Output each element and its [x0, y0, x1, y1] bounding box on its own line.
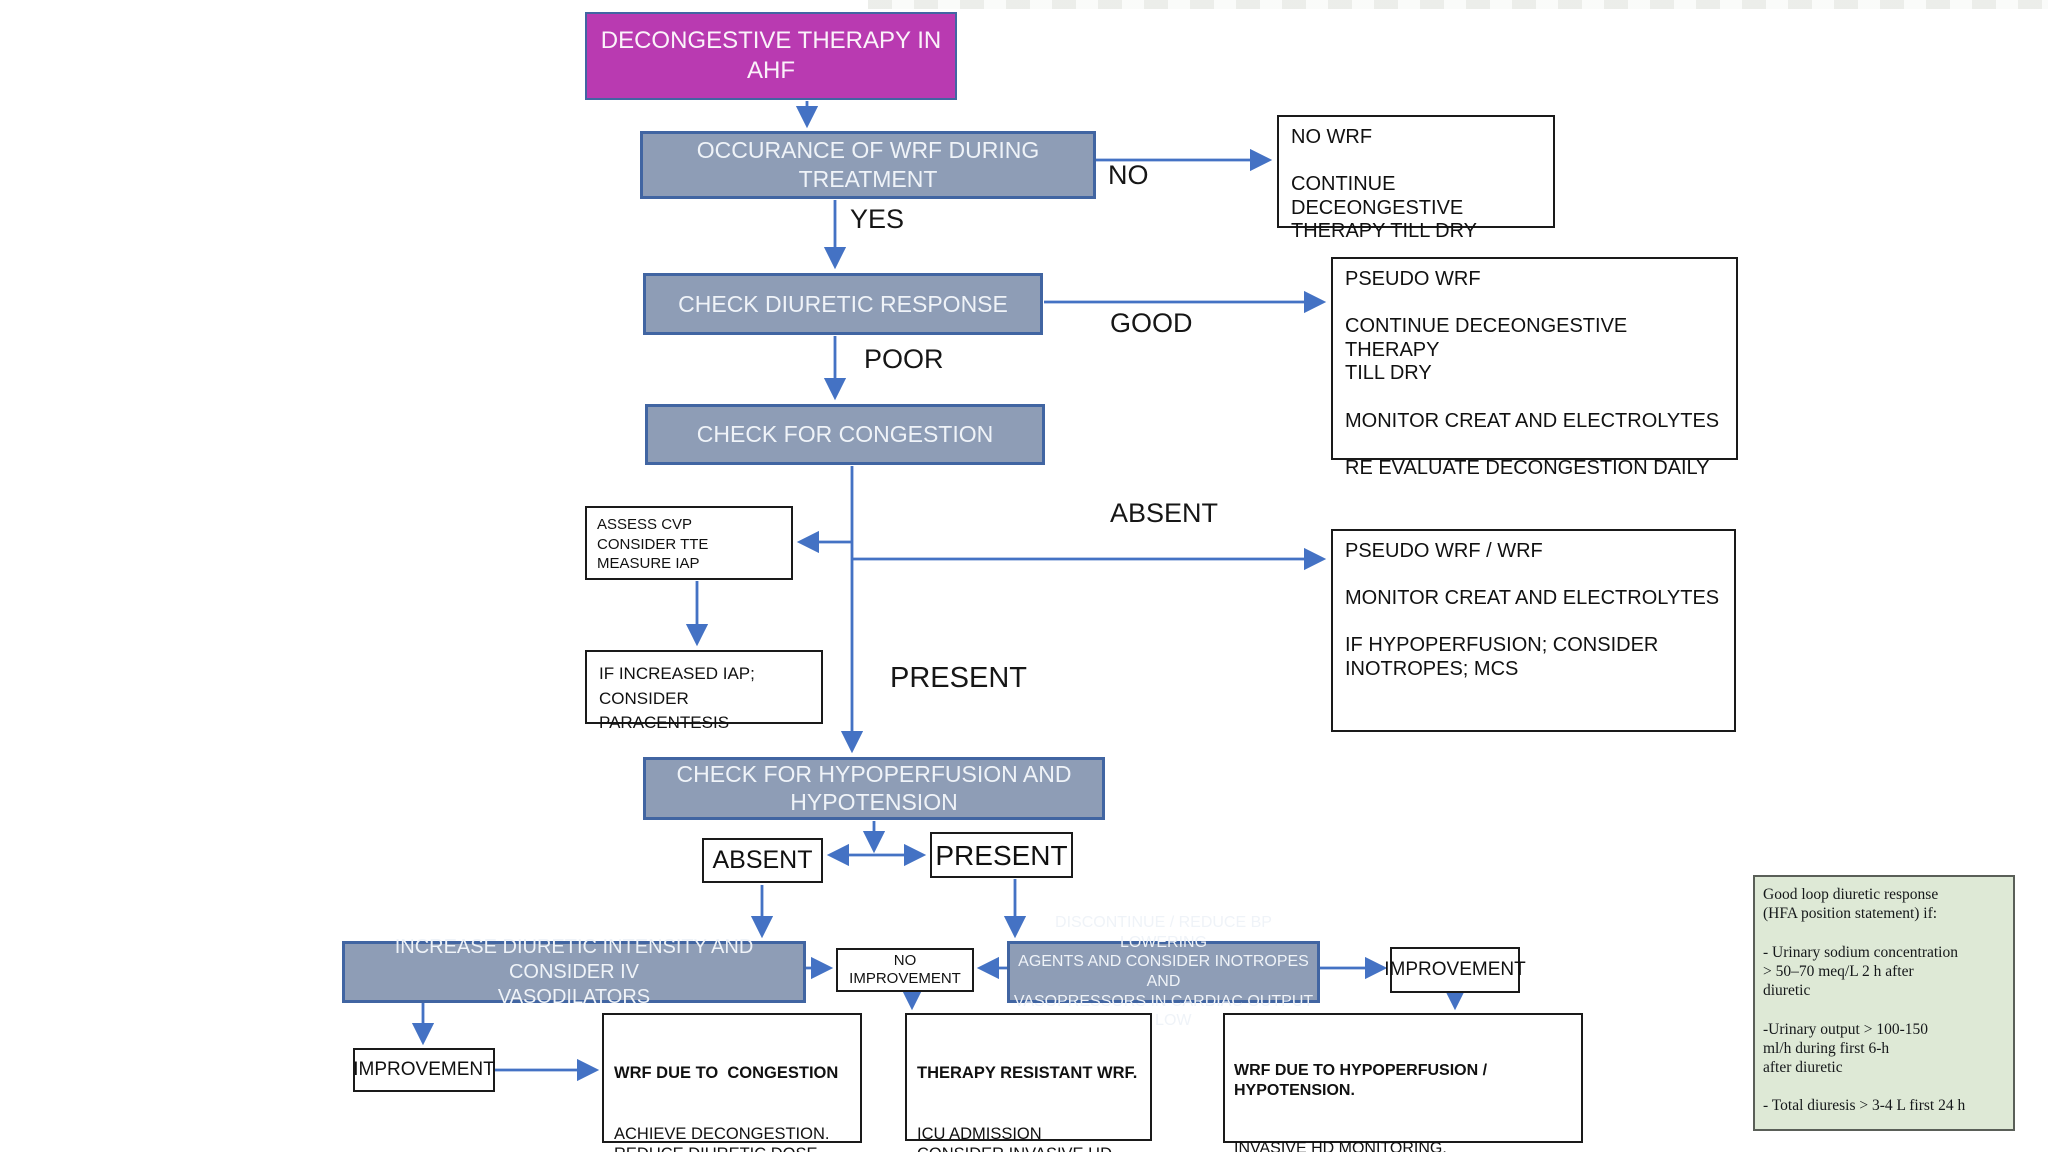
node-wrf-due-to-congestion: WRF DUE TO CONGESTION ACHIEVE DECONGESTI…: [602, 1013, 862, 1152]
node-wrf-due-to-congestion-body: ACHIEVE DECONGESTION. REDUCE DIURETIC DO…: [614, 1124, 830, 1152]
node-therapy-resistant-wrf: THERAPY RESISTANT WRF. ICU ADMISSION CON…: [905, 1013, 1152, 1152]
node-discontinue-bp-agents: DISCONTINUE / REDUCE BP LOWERING AGENTS …: [1007, 914, 1320, 1029]
edge-label-no: NO: [1108, 160, 1149, 190]
edge-label-yes: YES: [850, 204, 905, 234]
node-therapy-resistant-wrf-body: ICU ADMISSION CONSIDER INVASIVE HD GUIDE…: [917, 1124, 1112, 1152]
node-increase-diuretic: INCREASE DIURETIC INTENSITY AND CONSIDER…: [342, 936, 806, 1008]
node-therapy-resistant-wrf-title: THERAPY RESISTANT WRF.: [917, 1064, 1138, 1083]
node-no-wrf-info: NO WRF CONTINUE DECEONGESTIVE THERAPY TI…: [1277, 115, 1555, 242]
edge-label-good: GOOD: [1110, 308, 1193, 338]
node-wrf-due-to-hypoperfusion: WRF DUE TO HYPOPERFUSION / HYPOTENSION. …: [1223, 1013, 1583, 1152]
node-improvement-right: IMPROVEMENT: [1384, 947, 1526, 993]
node-check-for-congestion: CHECK FOR CONGESTION: [645, 404, 1045, 465]
edge-label-absent: ABSENT: [1110, 498, 1219, 528]
node-increased-iap: IF INCREASED IAP; CONSIDER PARACENTESIS: [585, 650, 823, 732]
scanned-page-edge-artifact: [868, 0, 2048, 9]
node-present-box: PRESENT: [930, 832, 1073, 878]
node-absent-box: ABSENT: [702, 838, 823, 883]
node-wrf-due-to-hypoperfusion-body: INVASIVE HD MONITORING. ICU ADMISSION RE…: [1234, 1140, 1447, 1152]
node-title-decongestive-therapy: DECONGESTIVE THERAPY IN AHF: [585, 12, 957, 100]
node-wrf-due-to-congestion-title: WRF DUE TO CONGESTION: [614, 1064, 839, 1083]
node-occurrence-of-wrf: OCCURANCE OF WRF DURING TREATMENT: [640, 131, 1096, 199]
node-no-improvement: NO IMPROVEMENT: [836, 948, 974, 992]
node-improvement-left: IMPROVEMENT: [353, 1048, 495, 1092]
node-wrf-due-to-hypoperfusion-title: WRF DUE TO HYPOPERFUSION / HYPOTENSION.: [1234, 1062, 1492, 1099]
node-assess-cvp: ASSESS CVP CONSIDER TTE MEASURE IAP: [585, 506, 793, 580]
node-check-diuretic-response: CHECK DIURETIC RESPONSE: [643, 273, 1043, 335]
edge-label-poor: POOR: [864, 344, 944, 374]
edge-label-present: PRESENT: [890, 662, 1027, 694]
node-check-hypoperfusion: CHECK FOR HYPOPERFUSION AND HYPOTENSION: [643, 757, 1105, 820]
note-good-loop-diuretic-response: Good loop diuretic response (HFA positio…: [1753, 875, 2015, 1131]
node-pseudo-wrf-wrf-info: PSEUDO WRF / WRF MONITOR CREAT AND ELECT…: [1331, 529, 1736, 732]
node-pseudo-wrf-info: PSEUDO WRF CONTINUE DECEONGESTIVE THERAP…: [1331, 257, 1738, 479]
